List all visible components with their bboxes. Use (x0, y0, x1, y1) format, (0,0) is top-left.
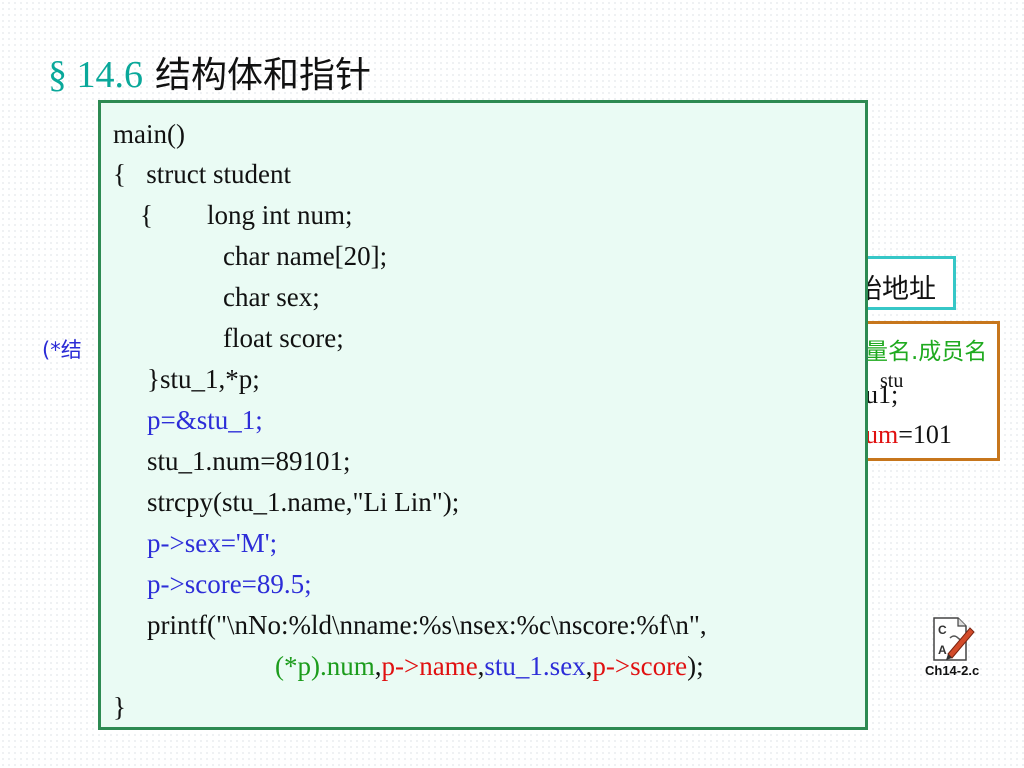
separator: , (585, 651, 593, 681)
file-name-label[interactable]: Ch14-2.c (925, 663, 980, 678)
code-line-4: char name[20]; (223, 241, 388, 271)
code-line-5: char sex; (223, 282, 320, 312)
code-line-3: { long int num; (113, 200, 353, 230)
num-value-fragment: =101 (898, 420, 952, 449)
covered-code-fragment: u1; (865, 380, 899, 409)
code-line-1: main() (113, 119, 185, 149)
covered-text-fragment: (*结 (42, 338, 82, 362)
separator: , (374, 651, 382, 681)
code-line-6: float score; (223, 323, 344, 353)
code-line-15: } (113, 692, 126, 722)
section-number: § 14.6 (48, 54, 143, 96)
printf-arg-sex: stu_1.sex (484, 651, 586, 681)
slide-title: § 14.6 结构体和指针 (48, 46, 371, 98)
svg-text:A: A (938, 643, 947, 657)
separator: , (477, 651, 485, 681)
code-line-10: strcpy(stu_1.name,"Li Lin"); (147, 487, 460, 517)
svg-text:C: C (938, 623, 947, 637)
stu-annotation: stu (880, 370, 904, 392)
code-line-7: }stu_1,*p; (147, 364, 260, 394)
printf-arg-name: p->name (381, 651, 478, 681)
call-close: ); (687, 651, 704, 681)
code-line-8: p=&stu_1; (147, 405, 263, 435)
code-line-2: { struct student (113, 159, 291, 189)
printf-arg-num: (*p).num (275, 651, 375, 681)
code-line-11: p->sex='M'; (147, 528, 278, 558)
code-line-14: (*p).num,p->name,stu_1.sex,p->score); (275, 651, 704, 681)
num-member-fragment: um (865, 420, 899, 449)
address-callout-text: 始地址 (855, 274, 936, 305)
code-line-12: p->score=89.5; (147, 569, 312, 599)
code-line-9: stu_1.num=89101; (147, 446, 351, 476)
printf-arg-score: p->score (592, 651, 688, 681)
section-title: 结构体和指针 (155, 55, 372, 96)
num-assignment-fragment: um=101 (865, 420, 952, 450)
code-line-13: printf("\nNo:%ld\nname:%s\nsex:%c\nscore… (147, 610, 707, 640)
c-source-file-icon[interactable]: C A (930, 616, 978, 662)
member-access-label: 量名.成员名 (865, 339, 988, 365)
code-panel: main() { struct student { long int num; … (98, 100, 868, 730)
